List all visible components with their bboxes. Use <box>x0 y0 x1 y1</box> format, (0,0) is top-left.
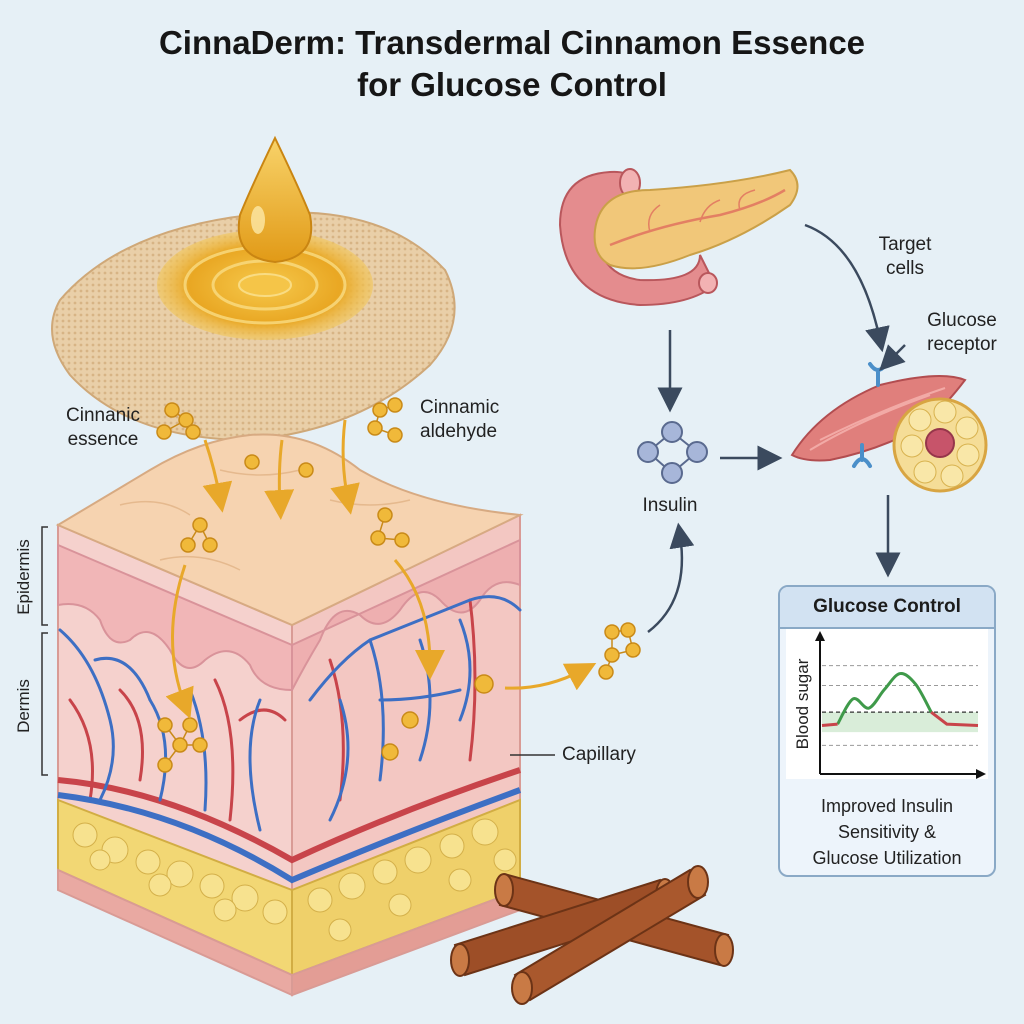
fat-cell <box>892 397 988 493</box>
molecule-cinnamic-aldehyde <box>367 397 403 443</box>
normal-range-band <box>822 712 978 733</box>
panel-caption: Improved Insulin Sensitivity & Glucose U… <box>812 796 962 868</box>
label-target-cells: Target cells <box>878 234 932 279</box>
label-cinnanic-essence: Cinnanic essence <box>66 405 140 450</box>
page-title: CinnaDerm: Transdermal Cinnamon Essence … <box>0 22 1024 106</box>
receptor-top <box>868 362 888 387</box>
glucose-control-panel: Glucose Control Blood sugar Improved Ins… <box>778 585 996 877</box>
skin-block <box>55 433 524 997</box>
layer-brackets <box>41 526 48 776</box>
molecule-cinnanic-essence <box>156 402 201 440</box>
muscle-cell <box>790 362 967 468</box>
chart-y-arrow <box>815 631 825 641</box>
label-capillary: Capillary <box>562 744 636 765</box>
molecule-transported <box>598 622 641 680</box>
chart-x-arrow <box>976 769 986 779</box>
cinnamon-patch <box>51 135 456 442</box>
receptor-bottom <box>852 443 872 468</box>
glucose-curve <box>836 672 933 725</box>
vein-main <box>57 787 522 884</box>
chart-ylabel: Blood sugar <box>793 658 812 749</box>
oil-drop <box>237 135 313 264</box>
chart-grid <box>822 665 978 746</box>
absorption-arrows <box>165 419 597 720</box>
cinnamon-sticks <box>450 865 734 1005</box>
label-dermis: Dermis <box>14 679 33 733</box>
flow-arrows <box>647 223 906 633</box>
artery-main <box>57 767 521 864</box>
title-line-1: CinnaDerm: Transdermal Cinnamon Essence <box>158 24 866 61</box>
label-cinnamic-aldehyde: Cinnamic aldehyde <box>420 397 500 442</box>
glucose-curve-normal <box>821 710 979 727</box>
panel-title: Glucose Control <box>780 587 994 629</box>
label-epidermis: Epidermis <box>14 539 33 615</box>
title-line-2: for Glucose Control <box>357 66 667 103</box>
pancreas <box>558 168 799 307</box>
label-glucose-receptor: Glucose receptor <box>927 310 997 355</box>
insulin-molecule <box>637 421 708 484</box>
blood-sugar-chart: Blood sugar <box>786 629 988 779</box>
molecules <box>156 397 641 773</box>
label-insulin: Insulin <box>642 495 698 516</box>
